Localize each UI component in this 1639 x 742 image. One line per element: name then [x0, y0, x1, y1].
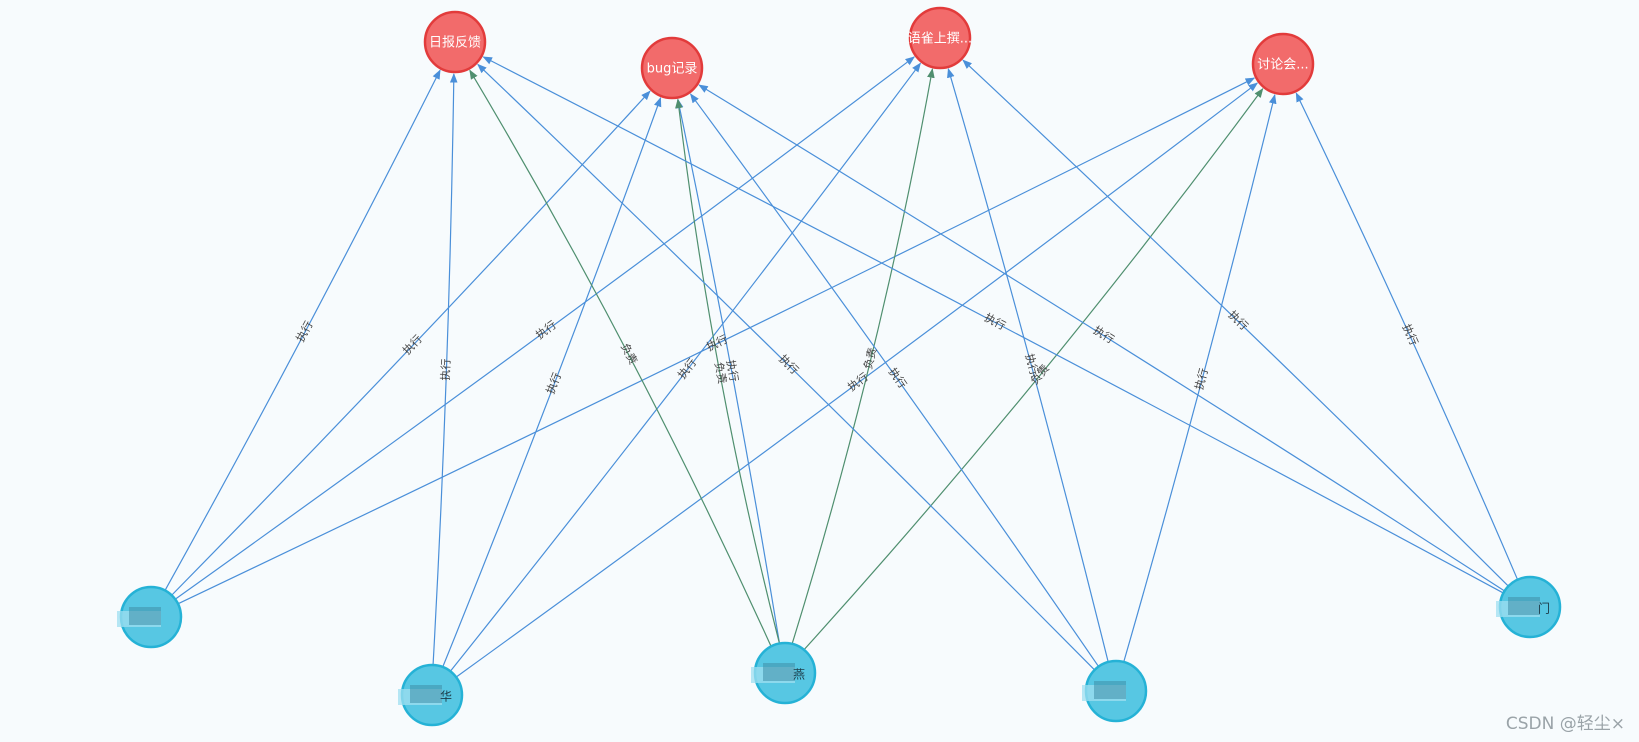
edge-label: 执行: [293, 318, 316, 344]
person-node-p3[interactable]: 燕: [751, 641, 817, 705]
edge-label: 执行: [1226, 308, 1252, 333]
edge-p1-t4-execute[interactable]: [177, 77, 1256, 605]
edge-label: 执行: [1091, 323, 1117, 347]
task-node-label: bug记录: [647, 62, 698, 77]
task-node-t1[interactable]: 日报反馈: [423, 10, 487, 74]
edge-p5-t2-execute[interactable]: [698, 84, 1505, 592]
edge-p5-t4-execute[interactable]: [1295, 92, 1519, 580]
person-node-p5[interactable]: 门: [1496, 575, 1562, 639]
edge-p2-t1-execute[interactable]: [432, 73, 458, 666]
task-node-label: 日报反馈: [429, 36, 481, 51]
edge-p5-t1-execute[interactable]: [482, 56, 1504, 594]
person-node-label: 华: [440, 690, 452, 704]
edge-label: 执行: [982, 310, 1008, 333]
edges-layer: [164, 56, 1519, 678]
person-node-p4[interactable]: [1082, 659, 1148, 723]
nodes-layer: 日报反馈 bug记录 语雀上撰... 讨论会... 华 燕 门: [117, 6, 1562, 727]
watermark: CSDN @轻尘×: [1505, 714, 1625, 734]
task-node-circle: [423, 10, 487, 74]
task-node-circle: [640, 36, 704, 100]
redacted-name-block: [763, 663, 795, 681]
edge-p3-t3-owner[interactable]: [791, 68, 935, 645]
edge-p2-t4-execute[interactable]: [455, 82, 1259, 678]
edge-p4-t3-execute[interactable]: [947, 67, 1109, 663]
edge-p4-t4-execute[interactable]: [1123, 93, 1277, 663]
edge-label: 执行: [400, 332, 425, 358]
task-node-label: 语雀上撰...: [908, 32, 972, 47]
edge-p2-t2-execute[interactable]: [442, 96, 662, 668]
edge-p1-t3-execute[interactable]: [174, 56, 915, 600]
edge-label: 负责: [712, 361, 730, 385]
task-node-t2[interactable]: bug记录: [640, 36, 704, 100]
edge-label: 负责: [861, 346, 880, 371]
edge-p1-t1-execute[interactable]: [164, 69, 441, 591]
edge-label: 执行: [724, 359, 742, 383]
edge-p1-t2-execute[interactable]: [171, 90, 651, 596]
edge-labels-layer: 执行执行执行执行执行执行执行执行负责执行负责负责负责执行执行执行执行执行执行执行…: [293, 308, 1422, 396]
edge-label: 执行: [1192, 367, 1211, 392]
redacted-name-block: [410, 685, 442, 703]
edge-label: 执行: [1400, 322, 1422, 348]
task-node-circle: [1251, 32, 1315, 96]
edge-p4-t2-execute[interactable]: [690, 93, 1100, 667]
edge-p2-t3-execute[interactable]: [449, 62, 922, 672]
person-node-label: 门: [1538, 601, 1550, 616]
edge-p4-t1-execute[interactable]: [477, 63, 1096, 671]
edge-label: 执行: [776, 352, 802, 377]
task-node-label: 讨论会...: [1257, 58, 1308, 73]
edge-p3-t2-owner[interactable]: [675, 98, 781, 644]
redacted-name-block: [129, 607, 161, 625]
task-node-t4[interactable]: 讨论会...: [1251, 32, 1315, 96]
person-node-label: 燕: [793, 668, 805, 682]
edge-p3-t4-owner[interactable]: [803, 87, 1264, 651]
person-node-p2[interactable]: 华: [398, 663, 464, 727]
redacted-name-block: [1508, 597, 1540, 615]
edge-label: 执行: [1023, 352, 1042, 377]
edge-label: 执行: [704, 332, 730, 354]
edge-p3-t2-execute[interactable]: [675, 98, 781, 644]
person-node-p1[interactable]: [117, 585, 183, 649]
redacted-name-block: [1094, 681, 1126, 699]
edge-label: 执行: [543, 370, 564, 396]
edge-label: 执行: [438, 358, 453, 380]
task-node-circle: [908, 6, 972, 70]
edge-p5-t3-execute[interactable]: [962, 59, 1509, 587]
task-node-t3[interactable]: 语雀上撰...: [908, 6, 972, 70]
edge-p3-t1-owner[interactable]: [469, 69, 772, 647]
edge-label: 负责: [618, 341, 641, 367]
